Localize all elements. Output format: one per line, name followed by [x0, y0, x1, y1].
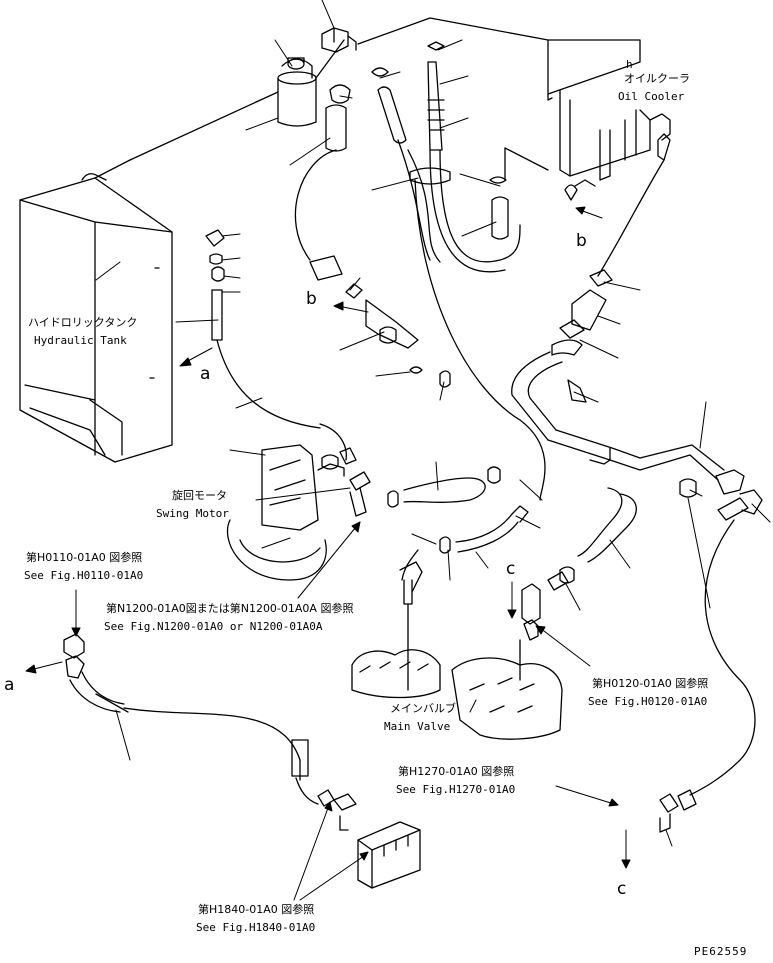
- hydraulic-tank-label-en: Hydraulic Tank: [34, 334, 127, 347]
- return-filter: [130, 40, 344, 160]
- figure-code: PE62559: [694, 945, 748, 958]
- reference-h0110-en: See Fig.H0110-01A0: [24, 569, 144, 582]
- oil-cooler-label-jp: オイルクーラ: [624, 72, 690, 85]
- swing-motor-label-en: Swing Motor: [156, 507, 229, 520]
- main-valve-label-jp: メインバルブ: [390, 702, 456, 715]
- connector-a-tank: a: [200, 364, 211, 384]
- reference-h1270-en: See Fig.H1270-01A0: [396, 783, 516, 796]
- main-valve-label-en: Main Valve: [384, 720, 451, 733]
- main-valve: [352, 640, 562, 739]
- mark-h: h: [626, 58, 633, 71]
- connector-b-mid: b: [306, 289, 317, 309]
- hydraulic-tank-label-jp: ハイドロリックタンク: [28, 316, 138, 329]
- connector-c-bottom: c: [617, 879, 627, 899]
- connector-c-mid: c: [506, 559, 516, 579]
- lower-pilot-line: [64, 634, 356, 830]
- pilot-valve-block: [358, 822, 420, 888]
- oil-cooler: [505, 40, 670, 200]
- oil-cooler-label-en: Oil Cooler: [618, 90, 685, 103]
- reference-n1200-en: See Fig.N1200-01A0 or N1200-01A0A: [104, 620, 323, 633]
- connector-b-top: b: [576, 231, 587, 251]
- reference-h1840-jp: 第H1840-01A0 図参照: [198, 903, 315, 916]
- right-lower-piping: [522, 479, 762, 832]
- hydraulic-tank: [20, 160, 172, 462]
- reference-h1270-jp: 第H1270-01A0 図参照: [398, 765, 515, 778]
- swing-motor-label-jp: 旋回モータ: [172, 489, 227, 502]
- reference-h0120-en: See Fig.H0120-01A0: [588, 695, 708, 708]
- connector-a-left: a: [4, 675, 15, 695]
- reference-arrows: [26, 207, 630, 900]
- reference-h0110-jp: 第H0110-01A0 図参照: [26, 551, 143, 564]
- reference-n1200-jp: 第N1200-01A0図または第N1200-01A0A 図参照: [106, 602, 354, 615]
- filter-head-elbow: [322, 28, 356, 52]
- upper-hoses: [295, 18, 548, 500]
- tank-pipe: [206, 230, 356, 464]
- right-hoses: [512, 160, 744, 494]
- reference-h0120-jp: 第H0120-01A0 図参照: [592, 677, 709, 690]
- mid-piping: [350, 300, 528, 660]
- reference-h1840-en: See Fig.H1840-01A0: [196, 921, 316, 934]
- leader-lines: [96, 0, 770, 846]
- swing-motor: [228, 445, 345, 580]
